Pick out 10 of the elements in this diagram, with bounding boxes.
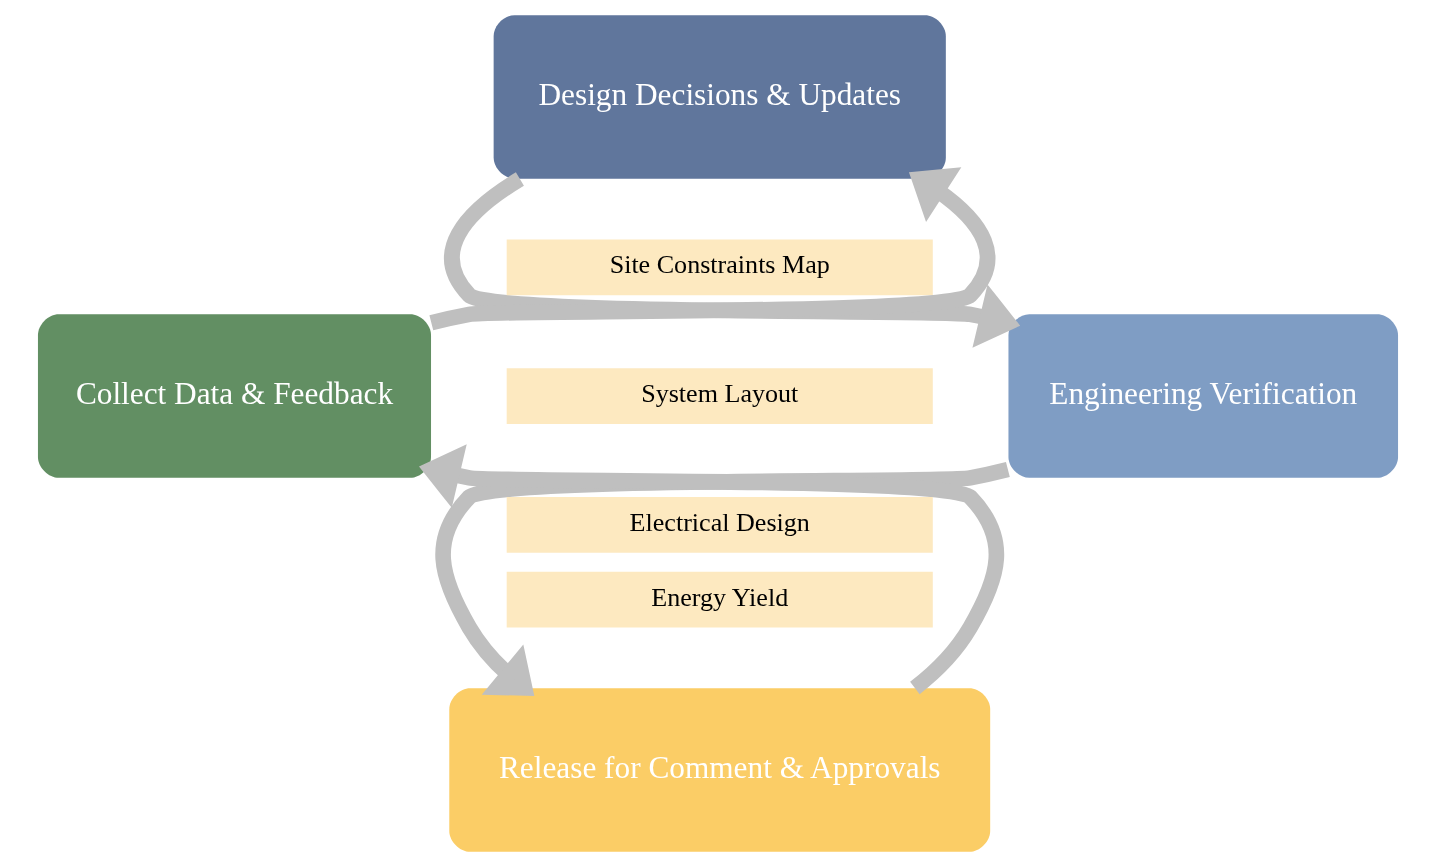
node-box: Site Constraints Map <box>506 239 933 296</box>
node-box: Release for Comment & Approvals <box>448 688 990 852</box>
node-box: System Layout <box>506 368 933 424</box>
node-box: Engineering Verification <box>1007 314 1398 478</box>
node-box: Collect Data & Feedback <box>37 314 431 478</box>
node-box: Energy Yield <box>506 571 933 628</box>
arrow <box>443 172 1020 348</box>
node-box: Electrical Design <box>506 497 933 553</box>
arrow <box>428 167 995 331</box>
node-box: Design Decisions & Updates <box>493 15 946 179</box>
